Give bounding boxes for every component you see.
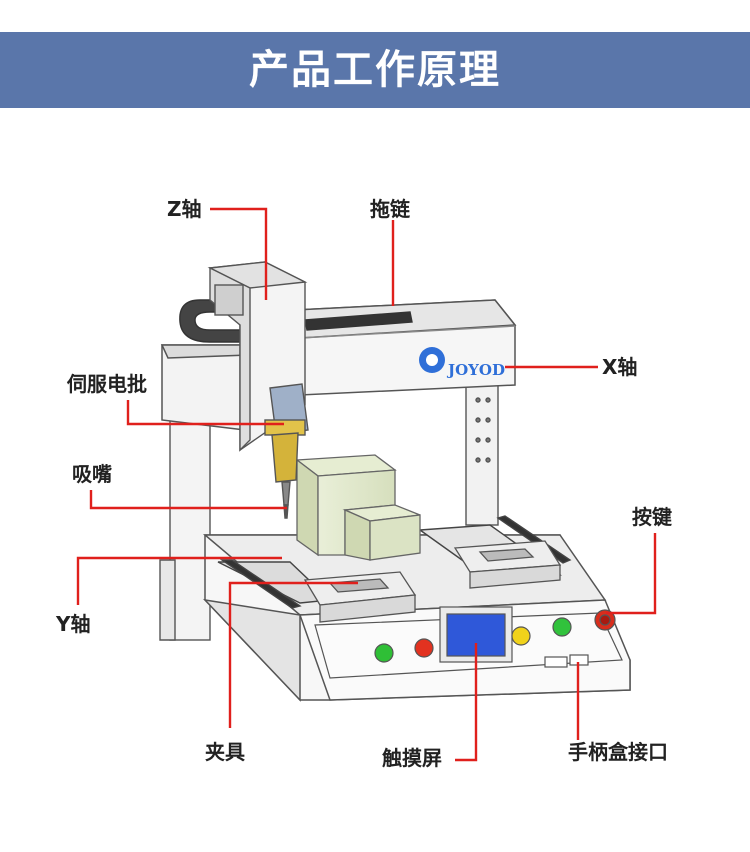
header-banner: 产品工作原理 bbox=[0, 32, 750, 108]
right-column bbox=[465, 384, 499, 526]
callout-drag-chain: 拖链 bbox=[370, 197, 410, 221]
leader-y-axis bbox=[76, 556, 282, 605]
leader-servo-screwdriver bbox=[126, 400, 284, 426]
leader-lines bbox=[76, 207, 657, 762]
brand-logo: JOYOD bbox=[419, 347, 505, 379]
callout-touch-screen: 触摸屏 bbox=[382, 746, 442, 770]
workpiece-block bbox=[295, 454, 421, 561]
leader-fixture bbox=[228, 581, 358, 728]
leader-suction-nozzle bbox=[89, 490, 287, 510]
callout-x-axis: X轴 bbox=[602, 355, 638, 379]
callout-handle-box-port: 手柄盒接口 bbox=[568, 740, 668, 764]
callout-suction-nozzle: 吸嘴 bbox=[72, 462, 112, 486]
leader-buttons bbox=[606, 533, 657, 615]
left-column bbox=[159, 409, 211, 641]
callout-z-axis: Z轴 bbox=[167, 197, 202, 221]
callout-fixture: 夹具 bbox=[205, 740, 245, 764]
callout-servo-screwdriver: 伺服电批 bbox=[67, 372, 147, 396]
page-title: 产品工作原理 bbox=[249, 47, 501, 93]
callout-y-axis: Y轴 bbox=[56, 612, 91, 636]
callout-buttons: 按键 bbox=[632, 505, 672, 529]
leader-z-axis bbox=[210, 207, 268, 300]
leader-touch-screen bbox=[455, 643, 478, 762]
right-fixture bbox=[453, 540, 562, 589]
left-fixture bbox=[303, 571, 417, 623]
z-axis-head bbox=[207, 261, 309, 519]
brand-logo-text: JOYOD bbox=[446, 361, 505, 379]
control-panel bbox=[314, 606, 623, 679]
